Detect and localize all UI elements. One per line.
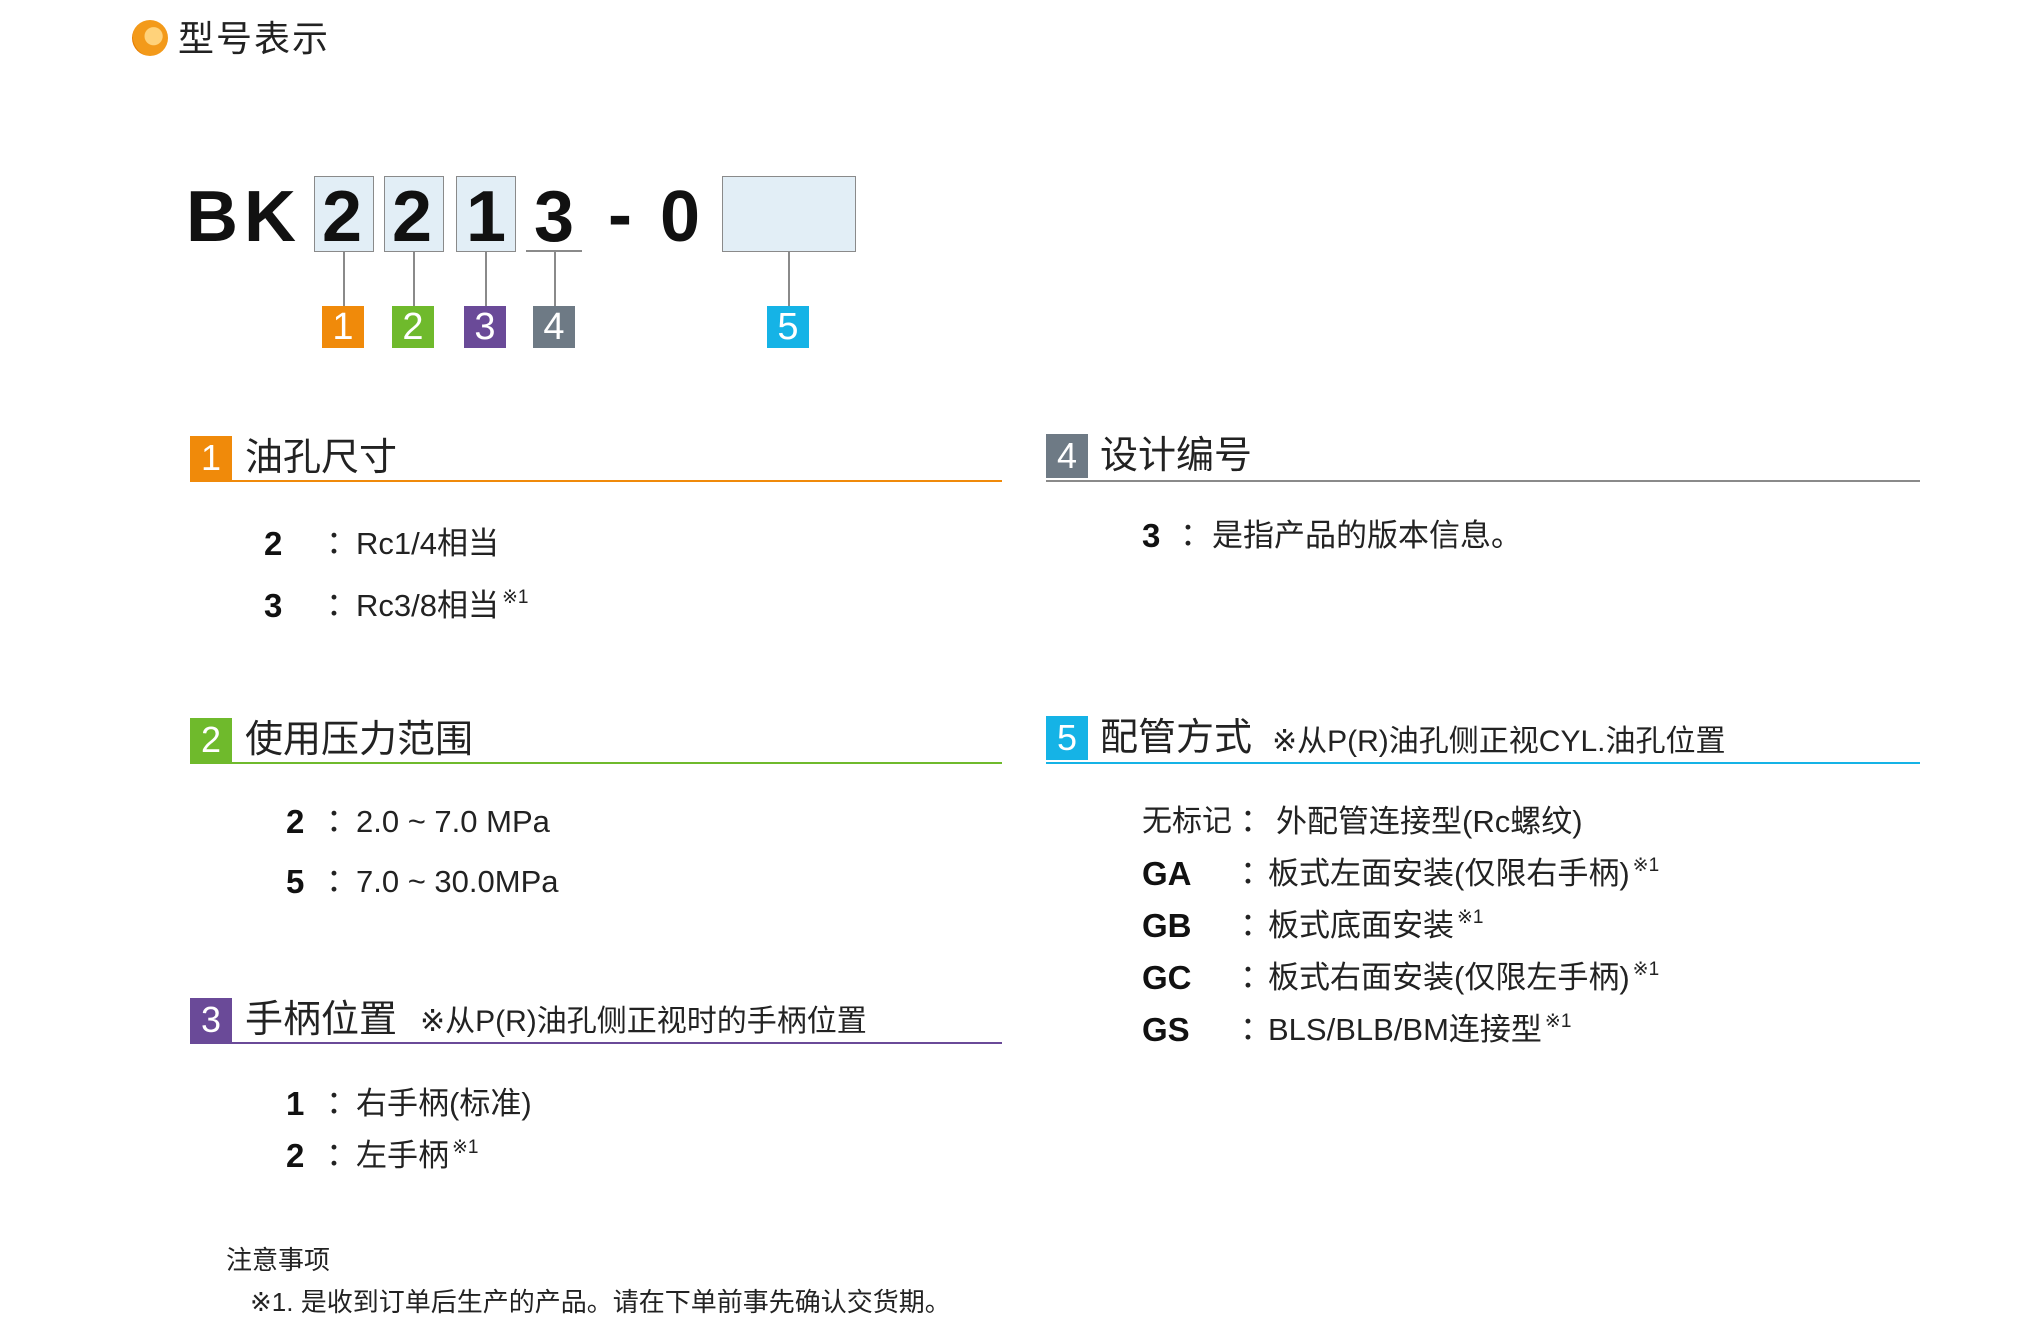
s2-item-colon: ： — [326, 802, 359, 838]
s3-item-value-text: 左手柄 — [356, 1138, 449, 1173]
s2-item-key: 2 — [286, 803, 305, 840]
s3-item-key: 2 — [286, 1137, 305, 1174]
section-3-title: 手柄位置 — [245, 999, 398, 1041]
s5-item-value: 外配管连接型(Rc螺纹) — [1276, 804, 1583, 839]
s2-item-value: 2.0 ~ 7.0 MPa — [356, 804, 550, 839]
s1-item-colon: ： — [326, 586, 359, 622]
footnote-mark: ※1 — [1544, 1011, 1572, 1032]
s5-item-key: GA — [1142, 855, 1192, 892]
s3-item-value: 右手柄(标准) — [356, 1086, 532, 1121]
s5-item-key: GS — [1142, 1011, 1190, 1048]
s4-item-value: 是指产品的版本信息。 — [1212, 518, 1522, 553]
s4-item-colon: ： — [1180, 516, 1213, 552]
footnote-mark: ※1 — [1457, 907, 1484, 928]
section-4-title: 设计编号 — [1100, 435, 1253, 477]
s5-item-value: BLS/BLB/BM连接型※1 — [1268, 1010, 1571, 1055]
code-badge-3: 3 — [464, 306, 506, 348]
s5-item-colon: ： — [1240, 854, 1273, 890]
connector-4 — [554, 252, 556, 308]
footnote-mark: ※1 — [501, 587, 529, 608]
section-4-badge: 4 — [1046, 434, 1088, 478]
code-digit-4: 3 — [534, 177, 575, 257]
s1-item-key: 3 — [264, 587, 283, 624]
section-1-rule — [190, 480, 1002, 482]
code-badge-1: 1 — [322, 306, 364, 348]
s5-item-key: GC — [1142, 959, 1192, 996]
section-2-title: 使用压力范围 — [245, 719, 474, 761]
s2-item-key: 5 — [286, 863, 305, 900]
code-box-2 — [384, 176, 444, 252]
footnote-mark: ※1 — [1632, 855, 1660, 876]
code-prefix: BK — [186, 177, 302, 257]
s3-item-value: 左手柄※1 — [356, 1136, 479, 1181]
s5-item-value-text: 板式左面安装(仅限右手柄) — [1268, 856, 1630, 891]
code-underline-4 — [526, 250, 582, 252]
notes-text: ※1. 是收到订单后生产的产品。请在下单前事先确认交货期。 — [250, 1287, 951, 1317]
section-5-badge: 5 — [1046, 716, 1088, 760]
code-digit-3: 1 — [466, 177, 507, 257]
s5-item-colon: ： — [1240, 906, 1273, 942]
s3-item-colon: ： — [326, 1084, 359, 1120]
s5-item-colon: ： — [1240, 1010, 1273, 1046]
s5-item-value-text: 板式右面安装(仅限左手柄) — [1268, 960, 1630, 995]
s3-item-colon: ： — [326, 1136, 359, 1172]
s5-item-value-text: BLS/BLB/BM连接型 — [1268, 1012, 1542, 1047]
s5-item-value: 板式右面安装(仅限左手柄)※1 — [1268, 958, 1659, 1003]
section-2-rule — [190, 762, 1002, 764]
s5-item-value: 板式底面安装※1 — [1268, 906, 1484, 951]
section-5-note: ※从P(R)油孔侧正视CYL.油孔位置 — [1272, 725, 1726, 758]
s5-item-key: 无标记 — [1142, 805, 1232, 838]
section-2-badge: 2 — [190, 718, 232, 762]
code-box-1 — [314, 176, 374, 252]
s1-item-key: 2 — [264, 525, 283, 562]
code-digit-2: 2 — [392, 177, 433, 257]
s5-item-value: 板式左面安装(仅限右手柄)※1 — [1268, 854, 1659, 899]
section-1-badge: 1 — [190, 436, 232, 480]
orange-bullet-icon — [132, 20, 168, 56]
s5-item-value-text: 板式底面安装 — [1268, 908, 1454, 943]
section-5-rule — [1046, 762, 1920, 764]
footnote-mark: ※1 — [452, 1137, 479, 1158]
s5-item-key: GB — [1142, 907, 1192, 944]
s1-item-value: Rc3/8相当※1 — [356, 586, 528, 631]
connector-3 — [485, 252, 487, 308]
section-1-title: 油孔尺寸 — [245, 437, 398, 479]
s5-item-colon: ： — [1240, 958, 1273, 994]
section-3-rule — [190, 1042, 1002, 1044]
connector-5 — [788, 252, 790, 308]
connector-2 — [413, 252, 415, 308]
section-4-rule — [1046, 480, 1920, 482]
s1-item-value-text: Rc3/8相当 — [356, 588, 499, 623]
code-zero: 0 — [660, 177, 701, 257]
section-5-title: 配管方式 — [1100, 717, 1253, 759]
s2-item-value: 7.0 ~ 30.0MPa — [356, 864, 559, 899]
code-badge-2: 2 — [392, 306, 434, 348]
code-digit-1: 2 — [322, 177, 363, 257]
code-dash: - — [608, 175, 632, 255]
s5-item-colon: ： — [1240, 802, 1273, 838]
s3-item-key: 1 — [286, 1085, 305, 1122]
footnote-mark: ※1 — [1632, 959, 1660, 980]
section-3-badge: 3 — [190, 998, 232, 1042]
page-title: 型号表示 — [178, 18, 331, 59]
s2-item-colon: ： — [326, 862, 359, 898]
notes-heading: 注意事项 — [226, 1245, 331, 1275]
s1-item-colon: ： — [326, 524, 359, 560]
code-badge-4: 4 — [533, 306, 575, 348]
code-badge-5: 5 — [767, 306, 809, 348]
section-3-note: ※从P(R)油孔侧正视时的手柄位置 — [420, 1005, 867, 1038]
code-box-3 — [456, 176, 516, 252]
s4-item-key: 3 — [1142, 517, 1161, 554]
code-box-5 — [722, 176, 856, 252]
s1-item-value: Rc1/4相当 — [356, 526, 499, 561]
connector-1 — [343, 252, 345, 308]
